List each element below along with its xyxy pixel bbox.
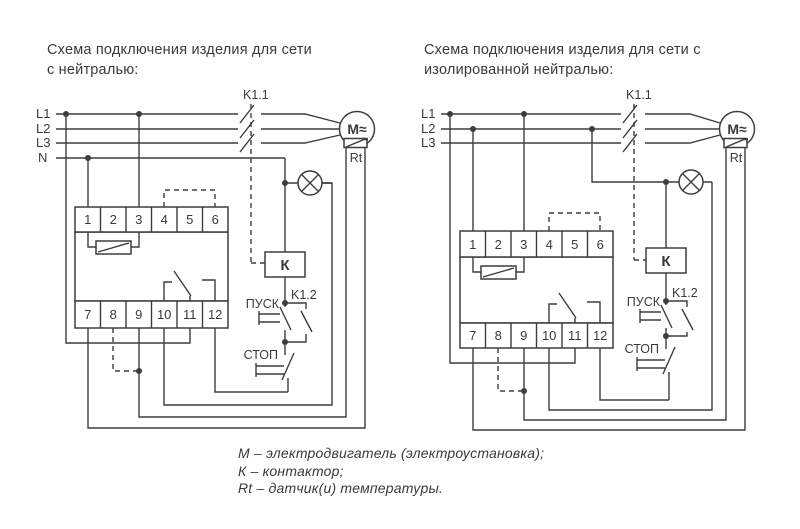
right-terminal-1: 1 xyxy=(469,237,476,252)
left-label-start: ПУСК xyxy=(246,297,280,311)
left-terminal-1: 1 xyxy=(84,212,91,227)
right-title-line1: Схема подключения изделия для сети с xyxy=(424,42,701,58)
left-motor-label: M≈ xyxy=(347,121,367,137)
left-terminal-numbers-top: 1 2 3 4 5 6 xyxy=(84,212,219,227)
right-label-L3: L3 xyxy=(421,135,435,150)
left-terminal-10: 10 xyxy=(157,307,171,322)
right-title-line2: изолированной нейтралью: xyxy=(424,62,614,78)
left-aux-contact xyxy=(285,302,313,343)
right-terminal-7: 7 xyxy=(469,328,476,343)
right-label-K1.2: K1.2 xyxy=(672,286,698,300)
right-contactor-coil: К xyxy=(645,247,687,301)
right-motor-label: M≈ xyxy=(727,121,747,137)
right-lamp xyxy=(591,129,712,195)
left-internal-varistor xyxy=(87,232,140,255)
right-terminal-12: 12 xyxy=(593,328,607,343)
right-label-stop: СТОП xyxy=(625,342,659,356)
right-terminal-numbers-bottom: 7 8 9 10 11 12 xyxy=(469,328,607,343)
right-label-L1: L1 xyxy=(421,106,435,121)
legend: М – электродвигатель (электроустановка);… xyxy=(238,445,544,498)
right-terminal-2: 2 xyxy=(495,237,502,252)
left-diagram: L1 L2 L3 N K1.1 M≈ Rt xyxy=(36,88,376,429)
left-terminal-3: 3 xyxy=(135,212,142,227)
left-terminal-11: 11 xyxy=(183,307,197,322)
left-terminal-4: 4 xyxy=(161,212,168,227)
left-label-stop: СТОП xyxy=(244,348,278,362)
left-label-N: N xyxy=(38,150,47,165)
left-label-K1.2: K1.2 xyxy=(291,288,317,302)
left-terminal-9: 9 xyxy=(135,307,142,322)
left-title-line1: Схема подключения изделия для сети xyxy=(47,42,312,58)
right-wiring xyxy=(449,114,746,431)
right-aux-contact xyxy=(666,300,694,337)
left-label-K1.1: K1.1 xyxy=(243,88,269,102)
legend-sensor: Rt – датчик(и) температуры. xyxy=(238,480,444,496)
legend-contactor: К – контактор; xyxy=(238,462,344,479)
left-junction-dots xyxy=(63,111,288,374)
left-terminal-12: 12 xyxy=(208,307,222,322)
left-diagram-title: Схема подключения изделия для сети с ней… xyxy=(47,40,397,80)
right-internal-relay-contact xyxy=(548,292,601,323)
right-terminal-8: 8 xyxy=(495,328,502,343)
left-terminal-numbers-bottom: 7 8 9 10 11 12 xyxy=(84,307,222,322)
right-terminal-10: 10 xyxy=(542,328,556,343)
right-motor: M≈ xyxy=(718,110,756,149)
left-label-L2: L2 xyxy=(36,121,50,136)
right-junction-dots xyxy=(447,111,669,394)
left-terminal-7: 7 xyxy=(84,307,91,322)
right-contactor-letter: К xyxy=(661,253,671,270)
right-terminal-9: 9 xyxy=(520,328,527,343)
right-label-K1.1: K1.1 xyxy=(626,88,652,102)
left-label-L3: L3 xyxy=(36,135,50,150)
right-internal-varistor xyxy=(472,257,525,280)
left-terminal-5: 5 xyxy=(186,212,193,227)
left-contactor-coil: К xyxy=(264,251,306,303)
right-label-L2: L2 xyxy=(421,121,435,136)
left-internal-relay-contact xyxy=(163,270,216,301)
right-terminal-4: 4 xyxy=(546,237,553,252)
left-terminal-8: 8 xyxy=(110,307,117,322)
right-terminal-11: 11 xyxy=(568,328,582,343)
right-label-start: ПУСК xyxy=(627,295,661,309)
left-contactor-main-contact xyxy=(239,104,265,264)
right-device xyxy=(459,230,614,349)
left-device xyxy=(74,206,229,329)
right-terminal-3: 3 xyxy=(520,237,527,252)
left-label-L1: L1 xyxy=(36,106,50,121)
left-label-Rt: Rt xyxy=(350,151,363,165)
right-terminal-5: 5 xyxy=(571,237,578,252)
right-supply-lines xyxy=(441,113,721,144)
right-diagram-title: Схема подключения изделия для сети с изо… xyxy=(424,40,784,80)
left-terminal-2: 2 xyxy=(110,212,117,227)
right-contactor-main-contact xyxy=(622,104,646,261)
left-contactor-letter: К xyxy=(280,257,290,274)
right-label-Rt: Rt xyxy=(730,151,743,165)
right-terminal-6: 6 xyxy=(597,237,604,252)
right-terminal-numbers-top: 1 2 3 4 5 6 xyxy=(469,237,604,252)
legend-motor: М – электродвигатель (электроустановка); xyxy=(238,445,545,461)
left-terminal-6: 6 xyxy=(212,212,219,227)
left-motor: M≈ xyxy=(338,110,376,149)
right-diagram: L1 L2 L3 K1.1 M≈ Rt xyxy=(421,88,756,431)
left-supply-lines xyxy=(56,113,341,159)
left-title-line2: с нейтралью: xyxy=(47,62,139,78)
